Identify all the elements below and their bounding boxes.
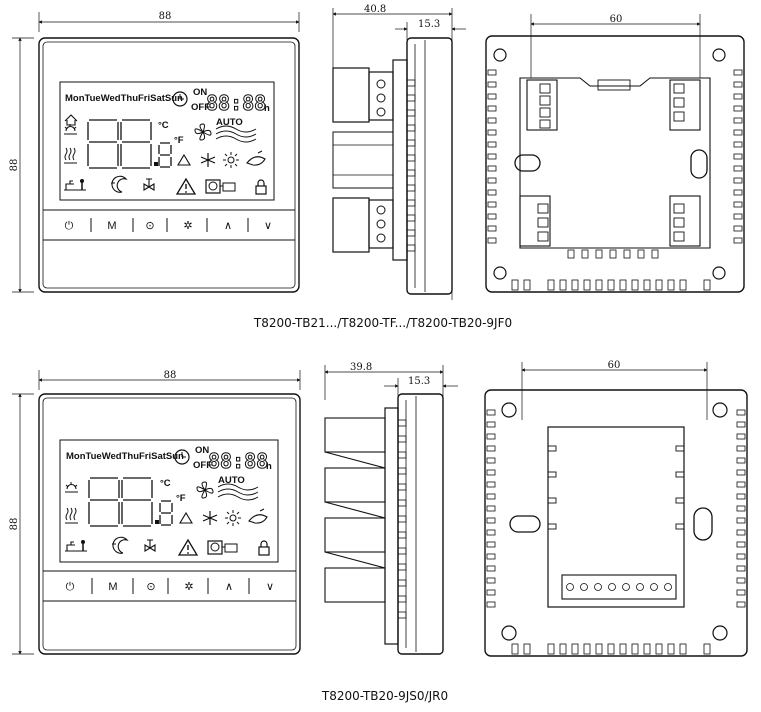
back-bottom-vents-right [736, 409, 746, 608]
lcd-clock-digits-bottom: 88:88 [208, 449, 268, 473]
warning-icon-bottom [177, 538, 199, 556]
lcd-fahrenheit: °F [174, 135, 184, 146]
back-bottom-vents-bottom [511, 643, 711, 655]
back-bottom-spacing-dim: 60 [608, 360, 621, 371]
home-icon [64, 114, 78, 126]
valve-icon-bottom [144, 539, 156, 552]
back-view-bottom: 60 [484, 360, 748, 657]
fan-button-bottom[interactable]: ✲ [184, 581, 193, 593]
side-view-bottom: 39.8 15.3 [324, 362, 458, 655]
leave-home-icon [64, 179, 86, 191]
side-top-face-dim: 15.3 [418, 19, 440, 30]
lcd-auto: AUTO [216, 117, 243, 128]
fan-speed-waves [215, 125, 257, 143]
temperature-digits-bottom [88, 477, 173, 527]
mode-button[interactable]: M [107, 220, 116, 232]
fan-icon-bottom [196, 481, 214, 499]
fan-speed-waves-bottom [217, 483, 259, 501]
back-top-vents-right [733, 69, 743, 244]
lcd-screen [59, 81, 275, 201]
lock-icon-bottom [258, 540, 270, 556]
back-bottom-vents-left [486, 409, 496, 608]
side-top-depth-dim: 40.8 [364, 4, 386, 15]
dry-icon-bottom [248, 508, 268, 524]
caption-bottom: T8200-TB20-9JS0/JR0 [321, 689, 448, 703]
back-top-spacing-dim: 60 [610, 14, 623, 25]
front-height-dim: 88 [9, 159, 20, 172]
side-view-top: 40.8 15.3 [332, 4, 466, 300]
sun-icon-bottom [65, 482, 78, 493]
lcd-celsius-bottom: °C [160, 478, 171, 489]
sun-icon [64, 124, 77, 135]
front-view-bottom: 88 88 MonTueWedThuFriSatSun ON OFF 88:88… [9, 370, 301, 655]
snowflake-icon-bottom [202, 511, 218, 525]
back-top-vents-bottom [511, 279, 711, 291]
side-bottom-face-dim: 15.3 [408, 376, 430, 387]
terminal-block [561, 574, 677, 600]
lcd-clock-unit: h [264, 103, 270, 114]
front-height-dim-bottom: 88 [9, 518, 20, 531]
fan-icon [194, 123, 212, 141]
up-button[interactable]: ∧ [224, 220, 232, 232]
sun-bright-icon-bottom [225, 510, 241, 526]
lcd-on: ON [193, 87, 207, 98]
front-width-dim: 88 [159, 11, 172, 22]
caption-top: T8200-TB21.../T8200-TF.../T8200-TB20-9JF… [253, 316, 512, 330]
heat-exchanger-icon-bottom [207, 540, 238, 555]
warning-icon [175, 177, 197, 195]
back-view-top: 60 [485, 14, 745, 293]
lcd-clock-digits: 88:88 [206, 91, 266, 115]
lcd-clock-unit-bottom: h [266, 461, 272, 472]
side-bottom-depth-dim: 39.8 [350, 362, 372, 373]
lcd-auto-bottom: AUTO [218, 475, 245, 486]
lcd-celsius: °C [158, 120, 169, 131]
sun-bright-icon [223, 152, 239, 168]
leave-home-icon-bottom [65, 540, 87, 552]
front-width-dim-bottom: 88 [164, 370, 177, 381]
side-top-fins [406, 79, 416, 252]
valve-icon [143, 178, 155, 191]
power-button[interactable]: ⏻ [65, 220, 74, 232]
front-view-top: 88 88 MonTueWedThuFriSatSun ON OFF 88:88… [9, 11, 300, 293]
heating-icon [64, 147, 77, 164]
lcd-on-bottom: ON [195, 445, 209, 456]
button-row-bottom [91, 578, 250, 594]
lcd-off-bottom: OFF [193, 460, 212, 471]
lcd-screen-bottom [59, 439, 279, 563]
side-bottom-fins [397, 419, 407, 619]
lcd-off: OFF [191, 102, 210, 113]
lcd-days: MonTueWedThuFriSatSun [65, 93, 183, 104]
lcd-days-bottom: MonTueWedThuFriSatSun [66, 451, 184, 462]
sleep-icon-bottom [112, 536, 129, 554]
lock-icon [255, 179, 267, 195]
lcd-fahrenheit-bottom: °F [176, 493, 186, 504]
temperature-digits [87, 119, 172, 169]
recycle-icon [177, 153, 191, 166]
fan-button[interactable]: ✲ [183, 220, 192, 232]
down-button[interactable]: ∨ [264, 220, 272, 232]
terminal-screws [566, 583, 672, 591]
back-top-vents-left [487, 69, 497, 244]
button-row-top [90, 218, 249, 232]
clock-button[interactable]: ⊙ [145, 220, 154, 232]
sleep-icon [111, 175, 128, 193]
side-bottom-ribs [324, 417, 386, 603]
up-button-bottom[interactable]: ∧ [225, 581, 233, 593]
recycle-icon-bottom [179, 511, 193, 524]
heat-exchanger-icon [205, 179, 236, 194]
power-button-bottom[interactable]: ⏻ [66, 581, 75, 593]
dry-icon [246, 150, 266, 166]
mode-button-bottom[interactable]: M [108, 581, 117, 593]
clock-button-bottom[interactable]: ⊙ [146, 581, 155, 593]
down-button-bottom[interactable]: ∨ [266, 581, 274, 593]
snowflake-icon [200, 153, 216, 167]
heating-icon-bottom [65, 507, 78, 524]
